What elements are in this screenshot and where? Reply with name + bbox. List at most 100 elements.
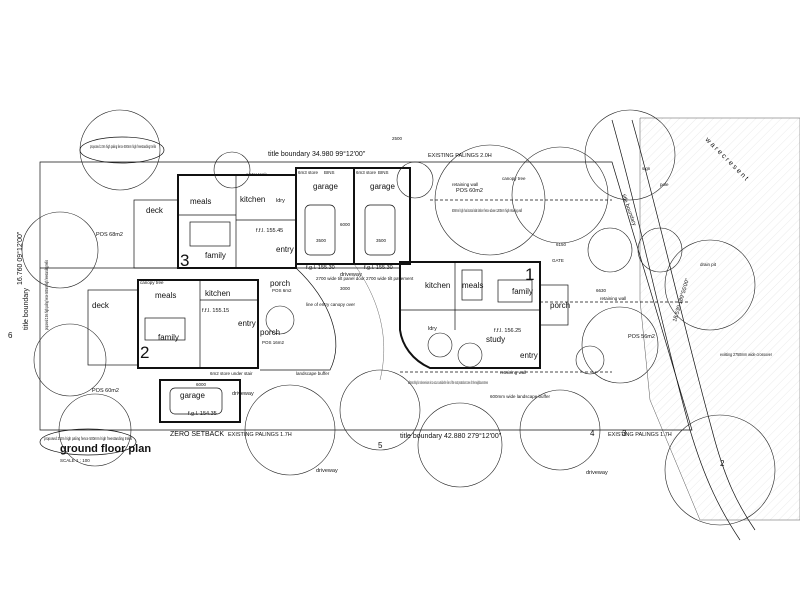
tree [213, 151, 251, 189]
boundary-top-label: title boundary 34.980 99°12'00" [268, 150, 366, 158]
unit1-sofa [497, 279, 533, 303]
unit1-table [461, 269, 483, 301]
u3-kitchen: kitchen [240, 195, 265, 204]
g3-ffl: f.g.l. 155.30 [306, 265, 335, 271]
u3-family: family [205, 251, 226, 260]
landscape-buffer-bottom-note: 600mm wide landscape buffer [490, 394, 550, 399]
pos-u2: POS 60m2 [92, 388, 119, 394]
trees [21, 109, 776, 526]
u2-deck: deck [92, 301, 110, 310]
car-2 [364, 204, 396, 256]
u1-entry: entry [520, 351, 538, 360]
dim-7: 6000 [196, 382, 207, 387]
sign-label: sign [642, 166, 651, 171]
u1-study: study [486, 335, 505, 344]
tree [519, 389, 601, 471]
drawing-scale: SCALE 1 : 100 [60, 458, 90, 463]
g2-ffl: f.g.l. 154.35 [188, 411, 217, 417]
dim-3: 3500 [376, 238, 387, 243]
u2-family: family [158, 333, 179, 342]
dim-8: 2500 [392, 136, 403, 141]
canopy-tree-left: canopy tree [140, 280, 164, 285]
tree [427, 332, 453, 358]
u1-porch: porch [550, 301, 570, 310]
fence-top-note: proposed 2.0m high paling fence 500mm hi… [90, 144, 156, 149]
retaining-wall-note-bottom: retaining wall [500, 370, 526, 375]
u3-meals: meals [190, 197, 211, 206]
driveway-label-bottom: driveway [316, 468, 338, 474]
fence-bottom-note: proposed 2.0m high paling fence 500mm hi… [44, 436, 133, 441]
unit1-porch-outline [539, 284, 569, 326]
tree [396, 161, 434, 199]
u1-kitchen: kitchen [425, 281, 450, 290]
gate-label: GATE [552, 258, 564, 263]
driveway-label-right: driveway [586, 470, 608, 476]
u1-garage: garage [370, 182, 395, 191]
dim-6: 3000 [340, 286, 351, 291]
tree [244, 384, 336, 476]
unit2-number: 2 [140, 343, 149, 362]
site-number-5: 5 [378, 441, 383, 450]
u3-ldry: ldry [276, 198, 285, 204]
g1-ffl: f.g.l. 155.30 [364, 265, 393, 271]
u2-garage: garage [180, 391, 205, 400]
u3-deck: deck [146, 206, 164, 215]
driveway-curve [260, 267, 337, 371]
driveway-edge [353, 263, 385, 381]
pos-u1-right: POS 56m2 [628, 334, 655, 340]
tree [575, 345, 605, 375]
pavement-note: 2700 wide tilt pavement [366, 276, 414, 281]
tree [581, 306, 659, 384]
tree [664, 239, 756, 331]
unit3-number: 3 [180, 251, 189, 270]
site-number-4: 4 [590, 429, 595, 438]
u2-meals: meals [155, 291, 176, 300]
drawing-title: ground floor plan [60, 443, 151, 455]
u1-meals: meals [462, 281, 483, 290]
pole-label: pole [660, 182, 669, 187]
tree [58, 393, 132, 467]
right-boundary-label: title boundary [620, 194, 637, 227]
crossover-note: existing 2750mm wide crossover [720, 352, 772, 357]
left-boundary-bearing: 16.760 09°12'00" [16, 231, 24, 285]
unit1-number: 1 [525, 265, 534, 284]
tree [664, 414, 776, 526]
water-tank-label: water tank [246, 172, 268, 177]
retaining-wall-note-right: retaining wall [600, 296, 626, 301]
store-label-2: 6m3 store [356, 170, 377, 175]
tree [457, 342, 483, 368]
street-verge [639, 117, 800, 521]
canopy-tree-top: canopy tree [502, 176, 526, 181]
dim-5: 6630 [596, 288, 607, 293]
u3-garage: garage [313, 182, 338, 191]
palings-bottom-right: EXISTING PALINGS 1.7H [608, 432, 672, 438]
retaining-wall-note-top: retaining wall [452, 182, 478, 187]
car-1 [304, 204, 336, 256]
unit3-outline [177, 174, 297, 269]
tree [434, 144, 546, 256]
street-curb [611, 119, 741, 541]
driveway-label-top: driveway [340, 272, 362, 278]
garage-unit1-outline [353, 167, 411, 265]
pos-u1-top: POS 60m2 [456, 188, 483, 194]
site-number-3: 3 [622, 429, 627, 438]
tree [417, 402, 503, 488]
dim-4: 6150 [556, 242, 567, 247]
zero-setback-label: ZERO SETBACK [170, 431, 224, 438]
tree [79, 109, 161, 191]
tree [265, 305, 295, 335]
tree [21, 211, 99, 289]
pos-u2-porch: POS 16m2 [262, 340, 285, 345]
site-number-6: 6 [8, 331, 13, 340]
store-under-stair-note: 6m2 store under stair [210, 371, 253, 376]
unit2-deck-outline [87, 289, 139, 366]
palings-top: EXISTING PALINGS 2.0H [428, 153, 492, 159]
boundary-bottom-label: title boundary 42.880 279°12'00" [400, 432, 502, 440]
bins-label-1: BINS [324, 170, 335, 175]
trenching-note: all trenching for site services is to oc… [408, 380, 488, 385]
store-label-1: 6m3 store [298, 170, 319, 175]
tree [339, 369, 421, 451]
u1-family: family [512, 287, 533, 296]
street-curb-inner [631, 119, 756, 531]
